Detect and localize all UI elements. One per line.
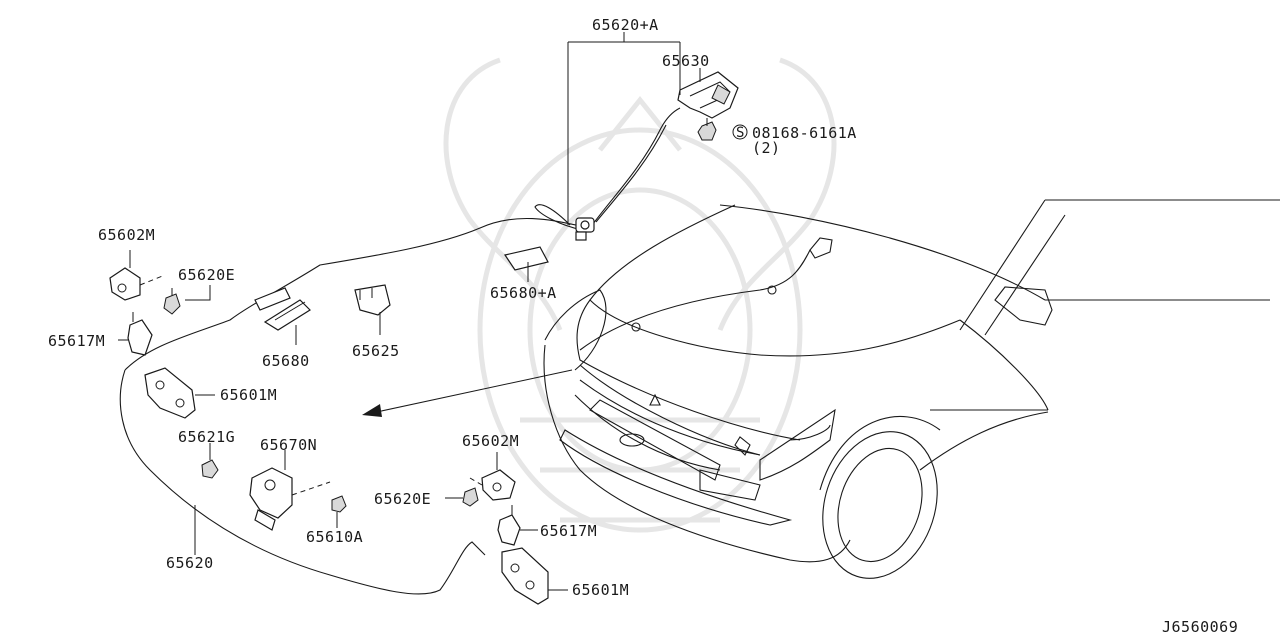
insulator-pad [263, 299, 311, 345]
label-bolt: 08168-6161A [752, 124, 857, 142]
hood-hinge-lower-left [144, 367, 215, 419]
label-65617M-right: 65617M [540, 522, 597, 540]
label-65620A: 65620+A [592, 16, 659, 34]
label-65625: 65625 [352, 342, 400, 360]
label-bolt-qty: (2) [752, 139, 781, 157]
label-65617M-left: 65617M [48, 332, 105, 350]
label-65601M-right: 65601M [572, 581, 629, 599]
label-65620: 65620 [166, 554, 214, 572]
part-labels: 65620+A 65630 08168-6161A (2) 65602M 656… [48, 16, 1238, 636]
clip-left [163, 285, 211, 315]
label-65680A: 65680+A [490, 284, 557, 302]
hood-hinge-lower-right [501, 547, 568, 605]
cable-bracket [354, 284, 391, 335]
hood-lock [249, 450, 331, 531]
leader-lines [194, 32, 701, 555]
cable-clip [254, 287, 291, 311]
label-65602M-right: 65602M [462, 432, 519, 450]
label-65601M-left: 65601M [220, 386, 277, 404]
diagram-code: J6560069 [1162, 618, 1238, 636]
insulator-pad-a [504, 246, 549, 282]
label-65620E-right: 65620E [374, 490, 431, 508]
label-65602M-left: 65602M [98, 226, 155, 244]
clip-right [445, 487, 479, 507]
hood-hinge-left [109, 250, 166, 301]
vehicle-outline [543, 199, 1280, 579]
lock-bolt [331, 495, 347, 528]
label-65670N: 65670N [260, 436, 317, 454]
hinge-bolt [201, 443, 219, 479]
label-65620E-left: 65620E [178, 266, 235, 284]
bolt-part: S [697, 118, 748, 141]
hood-release-cable [119, 107, 681, 595]
hinge-pin-left [118, 312, 153, 356]
label-65680: 65680 [262, 352, 310, 370]
label-65621G: 65621G [178, 428, 235, 446]
hood-release-handle [677, 71, 739, 119]
label-65610A: 65610A [306, 528, 363, 546]
label-65630: 65630 [662, 52, 710, 70]
bolt-symbol: S [736, 125, 745, 141]
hood-hinge-right [469, 452, 516, 501]
hinge-pin-right [497, 505, 538, 546]
direction-arrow [362, 369, 573, 417]
